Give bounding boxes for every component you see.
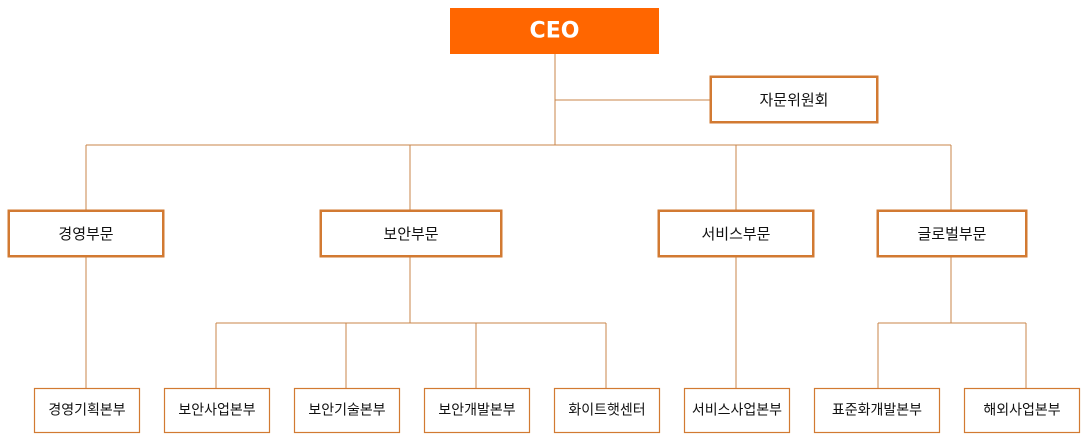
unit-node: 경영기획본부 [33, 387, 141, 434]
division-node: 서비스부문 [657, 209, 815, 258]
division-box [657, 209, 815, 258]
unit-label: 보안사업본부 [178, 403, 255, 419]
advisory-committee-node: 자문위원회 [709, 75, 879, 124]
unit-node: 보안기술본부 [293, 387, 401, 434]
unit-label: 화이트햇센터 [568, 403, 645, 419]
unit-box [423, 387, 531, 434]
unit-box [813, 387, 941, 434]
unit-node: 화이트햇센터 [553, 387, 661, 434]
division-label: 서비스부문 [701, 225, 770, 243]
advisory-committee-box [709, 75, 879, 124]
ceo-label: CEO [530, 19, 580, 44]
division-box [319, 209, 503, 258]
division-box [876, 209, 1028, 258]
connector-lines [85, 54, 1027, 388]
unit-node: 서비스사업본부 [683, 387, 791, 434]
unit-node: 보안개발본부 [423, 387, 531, 434]
division-label: 보안부문 [383, 225, 438, 243]
division-label: 경영부문 [58, 225, 113, 243]
unit-label: 경영기획본부 [48, 403, 125, 419]
division-label: 글로벌부문 [917, 225, 986, 243]
unit-box [683, 387, 791, 434]
division-node: 보안부문 [319, 209, 503, 258]
unit-box [163, 387, 271, 434]
unit-label: 보안개발본부 [438, 403, 515, 419]
unit-box [33, 387, 141, 434]
unit-label: 표준화개발본부 [832, 403, 922, 419]
division-box [7, 209, 165, 258]
unit-label: 해외사업본부 [983, 403, 1060, 419]
unit-box [553, 387, 661, 434]
ceo-node: CEO [450, 8, 659, 54]
division-node: 경영부문 [7, 209, 165, 258]
ceo-box [450, 8, 659, 54]
unit-box [963, 387, 1081, 434]
advisory-committee-label: 자문위원회 [759, 91, 828, 109]
unit-label: 서비스사업본부 [692, 403, 782, 419]
division-node: 글로벌부문 [876, 209, 1028, 258]
unit-label: 보안기술본부 [308, 403, 385, 419]
unit-node: 표준화개발본부 [813, 387, 941, 434]
unit-box [293, 387, 401, 434]
unit-node: 해외사업본부 [963, 387, 1081, 434]
unit-node: 보안사업본부 [163, 387, 271, 434]
